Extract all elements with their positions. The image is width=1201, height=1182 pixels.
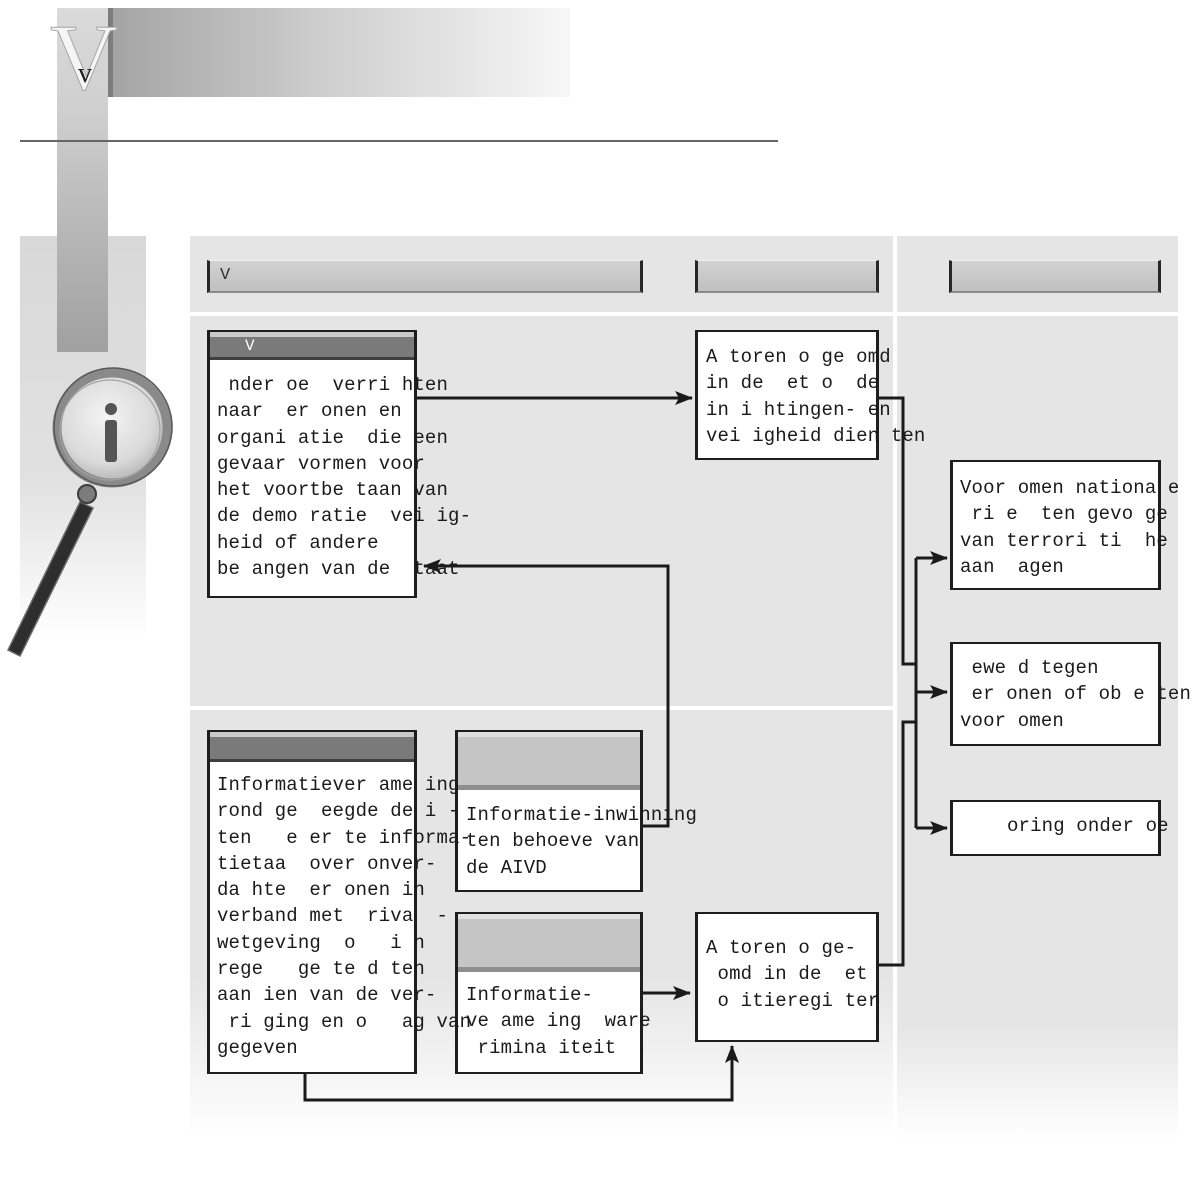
text-line: Voor omen nationa e — [960, 477, 1180, 499]
text-line: in i htingen- en — [706, 398, 891, 421]
text-line: organi atie die een — [217, 426, 449, 449]
magnifier-neck — [77, 484, 97, 504]
text-line: da hte er onen in — [217, 879, 425, 902]
info-dot — [105, 403, 117, 415]
node-box-h-header — [458, 914, 640, 972]
text-line: aan ien van de ver- — [217, 984, 437, 1007]
node-d-text: ewe d tegen er onen of ob e ten voor omen — [960, 655, 1191, 734]
magnifier-rim-outer — [53, 367, 173, 487]
node-e-text: oring onder oe — [1007, 813, 1169, 839]
text-line: ten e er te informa- — [217, 826, 472, 849]
node-c-text: Voor omen nationa e ri e ten gevo ge van … — [960, 475, 1180, 580]
text-line: in de et o de — [706, 372, 880, 395]
node-g-text: Informatie-inwinning ten behoeve van de AI… — [466, 802, 697, 881]
text-line: ten behoeve van — [466, 830, 640, 853]
text-line: gegeven — [217, 1036, 298, 1059]
magnifying-glass-info-icon — [7, 367, 173, 658]
text-line: ri ging en o ag van — [217, 1010, 472, 1033]
node-h-text: Informatie-ve ame ing ware rimina iteit — [466, 982, 651, 1061]
info-stem — [105, 420, 117, 462]
text-line: o itieregi ter — [706, 989, 880, 1012]
chapter-letter: V — [50, 6, 119, 110]
text-line: er onen of ob e ten — [960, 683, 1192, 706]
text-line: A toren o ge omd — [706, 346, 891, 368]
text-line: naar er onen en — [217, 400, 402, 423]
text-line: tietaa over onver- — [217, 852, 437, 875]
text-line: heid of andere — [217, 531, 379, 554]
text-line: omd in de et — [706, 963, 868, 986]
text-line: ri e ten gevo ge — [960, 503, 1168, 526]
text-line: gevaar vormen voor — [217, 452, 425, 475]
text-line: rimina iteit — [466, 1036, 617, 1059]
text-line: rege ge te d ten — [217, 958, 425, 981]
node-box-a: V — [207, 330, 417, 598]
chapter-side-bar — [57, 8, 108, 352]
node-box-b — [695, 330, 879, 460]
text-line: de demo ratie vei ig- — [217, 505, 472, 528]
node-box-g-header — [458, 732, 640, 790]
text-line: oring onder oe — [1007, 815, 1169, 837]
magnifier-rim-inner — [59, 379, 161, 481]
node-box-f — [207, 730, 417, 1074]
text-line: aan agen — [960, 555, 1064, 578]
node-box-a-header: V — [210, 332, 414, 360]
column-bar-1-label: V — [220, 266, 231, 285]
text-line: Informatiever ame ing — [217, 774, 460, 796]
text-line: nder oe verri hten — [217, 374, 449, 396]
node-a-text: nder oe verri hten naar er onen en organi … — [217, 372, 471, 582]
text-line: Informatie- — [466, 984, 594, 1006]
text-line: de AIVD — [466, 856, 547, 879]
node-box-i — [695, 912, 879, 1042]
text-line: van terrori ti he — [960, 529, 1168, 552]
text-line: wetgeving o i n — [217, 931, 425, 954]
text-line: ve ame ing ware — [466, 1010, 651, 1033]
node-box-c — [950, 460, 1161, 590]
node-f-text: Informatiever ame ing rond ge eegde de i … — [217, 772, 471, 1061]
column-bar-2 — [695, 260, 879, 293]
node-i-text: A toren o ge- omd in de et o itieregi te… — [706, 935, 879, 1014]
text-line: A toren o ge- — [706, 937, 857, 959]
header-rule — [20, 140, 778, 142]
text-line: voor omen — [960, 709, 1064, 732]
node-box-f-header — [210, 732, 414, 762]
text-line: ewe d tegen — [960, 657, 1099, 679]
chapter-sub-letter: v — [78, 58, 92, 89]
text-line: Informatie-inwinning — [466, 804, 698, 826]
node-box-a-header-label: V — [245, 337, 255, 355]
node-box-d — [950, 642, 1161, 746]
column-bar-3 — [949, 260, 1161, 293]
node-b-text: A toren o ge omd in de et o de in i htinge… — [706, 344, 926, 449]
chapter-title-band — [108, 8, 570, 97]
text-line: rond ge eegde de i - — [217, 800, 460, 823]
text-line: verband met riva - — [217, 905, 449, 928]
text-line: het voortbe taan van — [217, 479, 449, 502]
text-line: be angen van de taat — [217, 558, 460, 581]
magnifier-handle — [7, 501, 95, 658]
text-line: vei igheid dien ten — [706, 424, 926, 447]
node-box-e — [950, 800, 1161, 856]
column-bar-1: V — [207, 260, 643, 293]
